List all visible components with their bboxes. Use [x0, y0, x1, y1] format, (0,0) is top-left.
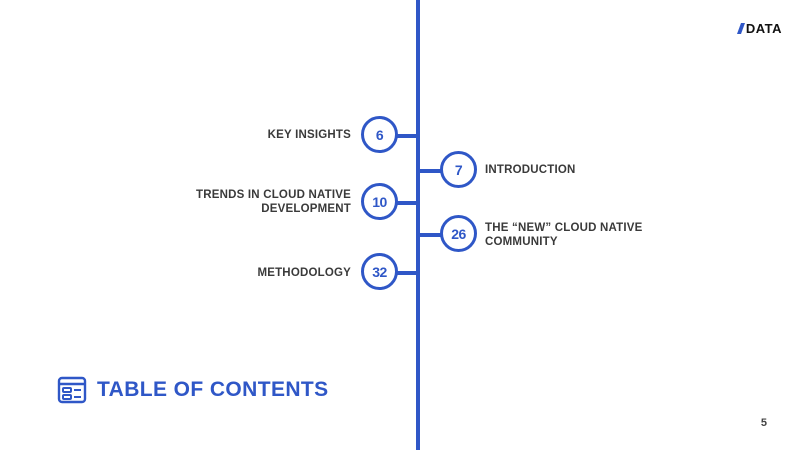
- page-title: TABLE OF CONTENTS: [97, 378, 329, 401]
- logo-text: DATA: [745, 21, 782, 36]
- connector-new-community: [419, 233, 441, 237]
- brand-logo: DATA: [736, 21, 782, 36]
- logo-slash-mark: [736, 23, 745, 34]
- page-circle-new-community[interactable]: 26: [440, 215, 477, 252]
- page-number: 5: [760, 417, 767, 429]
- toc-entry-introduction[interactable]: INTRODUCTION: [485, 164, 576, 176]
- timeline-line: [416, 0, 420, 450]
- connector-trends: [395, 201, 417, 205]
- toc-entry-new-cloud-native-community[interactable]: THE “NEW” CLOUD NATIVE COMMUNITY: [485, 222, 643, 248]
- toc-entry-methodology[interactable]: METHODOLOGY: [257, 267, 351, 279]
- page-circle-introduction[interactable]: 7: [440, 151, 477, 188]
- page-circle-key-insights[interactable]: 6: [361, 116, 398, 153]
- connector-key-insights: [395, 134, 417, 138]
- connector-methodology: [395, 271, 417, 275]
- table-of-contents-icon: [57, 376, 87, 404]
- toc-entry-trends-cloud-native[interactable]: TRENDS IN CLOUD NATIVE DEVELOPMENT: [196, 189, 351, 215]
- connector-introduction: [419, 169, 441, 173]
- toc-entry-key-insights[interactable]: KEY INSIGHTS: [267, 129, 351, 141]
- page-circle-methodology[interactable]: 32: [361, 253, 398, 290]
- toc-title-block: TABLE OF CONTENTS: [57, 375, 329, 405]
- page-circle-trends[interactable]: 10: [361, 183, 398, 220]
